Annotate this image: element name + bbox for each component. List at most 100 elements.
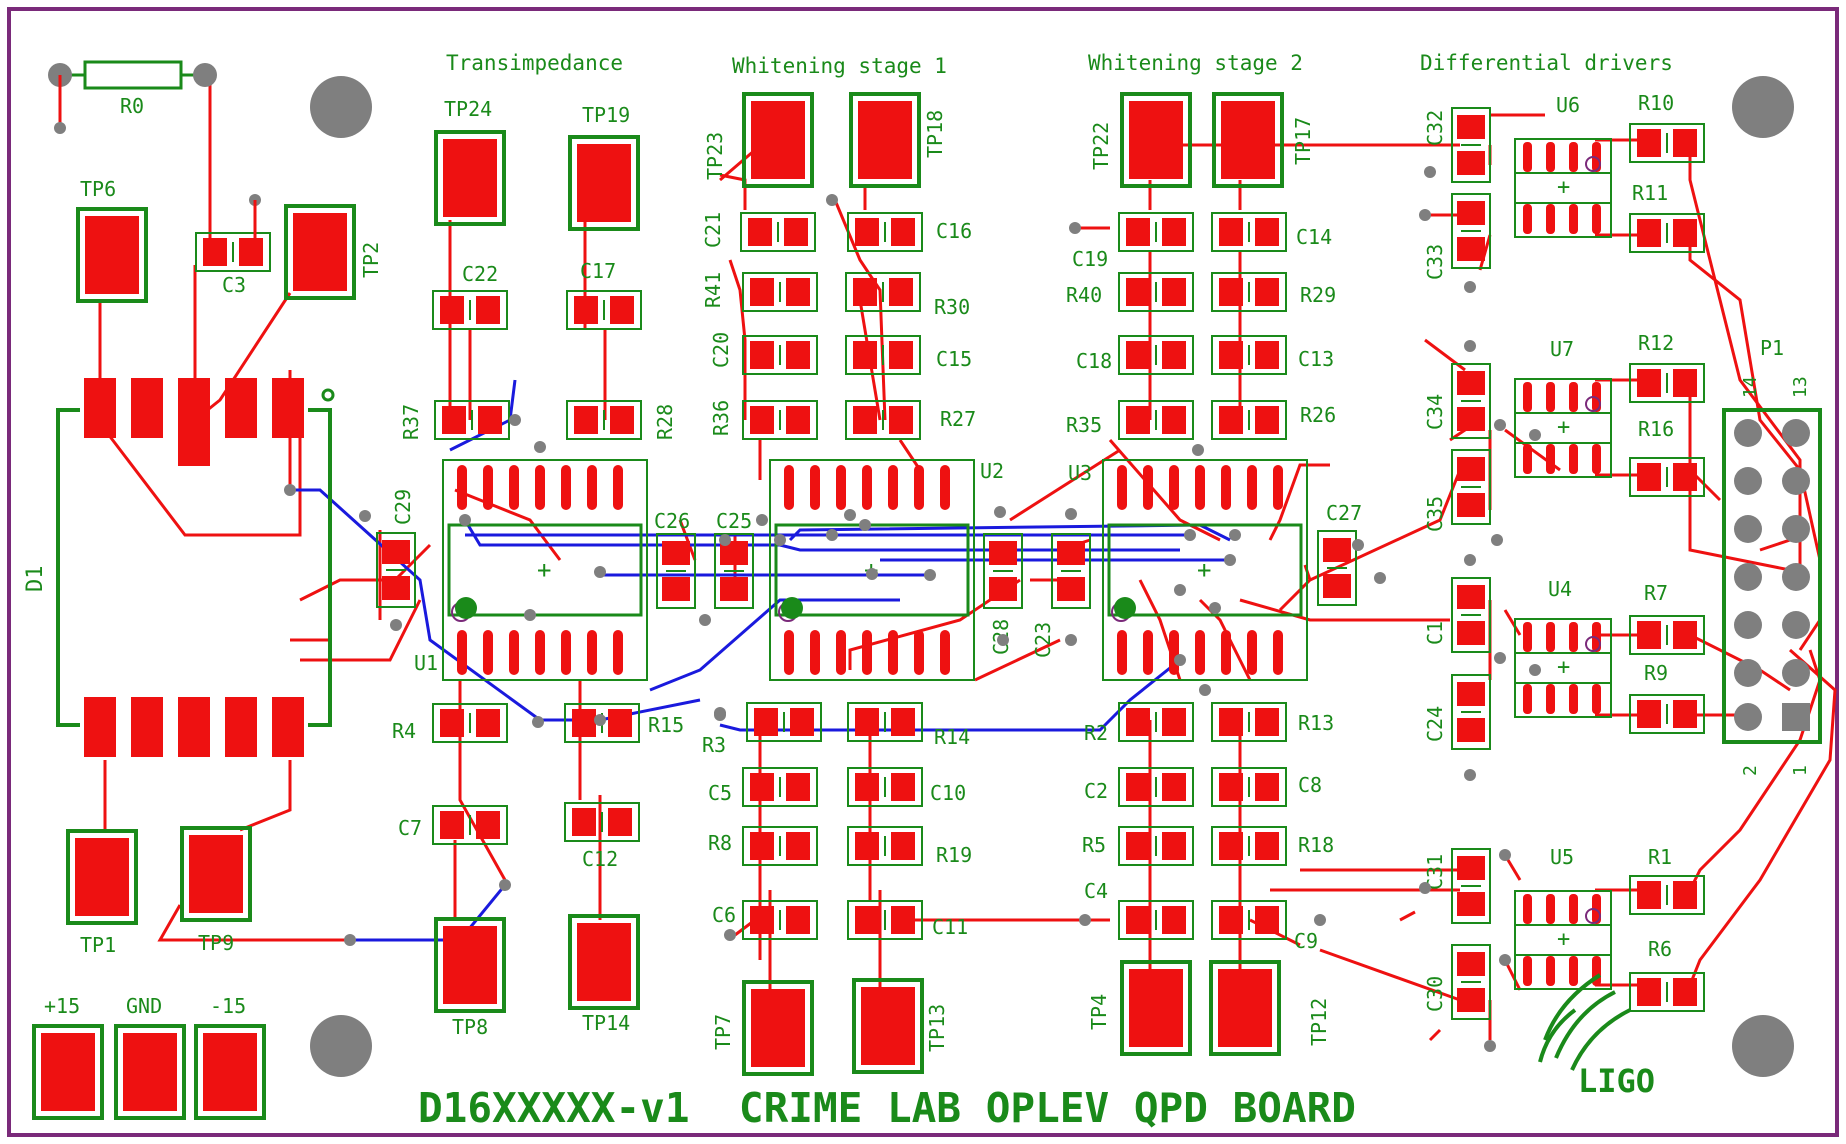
resistor-R40 [1118, 272, 1194, 312]
label-TP2: TP2 [359, 242, 383, 278]
label-R6: R6 [1648, 937, 1672, 961]
label-C32: C32 [1423, 110, 1447, 146]
label-R27: R27 [940, 407, 976, 431]
resistor-R3 [746, 702, 822, 742]
resistor-R7 [1629, 615, 1705, 655]
capacitor-C22 [432, 290, 508, 330]
section-title-transimpedance: Transimpedance [446, 51, 623, 75]
capacitor-C10 [847, 767, 923, 807]
capacitor-C8 [1211, 767, 1287, 807]
label-R15: R15 [648, 713, 684, 737]
testpoint-TP24 [434, 130, 506, 226]
label-C1: C1 [1423, 621, 1447, 645]
resistor-R35 [1118, 400, 1194, 440]
label-C30: C30 [1423, 976, 1447, 1012]
resistor-R12 [1629, 363, 1705, 403]
resistor-R1 [1629, 875, 1705, 915]
section-title-whitening2: Whitening stage 2 [1088, 51, 1303, 75]
testpoint-TP18 [849, 92, 921, 188]
resistor-R0: R0 [48, 60, 217, 134]
power-pad-m15 [194, 1024, 266, 1120]
label-m15: -15 [210, 994, 246, 1018]
testpoint-TP19 [568, 135, 640, 231]
testpoint-TP6 [76, 207, 148, 303]
label-C8: C8 [1298, 773, 1322, 797]
resistor-R36 [742, 400, 818, 440]
testpoint-TP17 [1212, 92, 1284, 188]
label-U3: U3 [1068, 461, 1092, 485]
label-C20: C20 [709, 332, 733, 368]
testpoint-TP7 [742, 980, 814, 1076]
label-R28: R28 [653, 404, 677, 440]
pin1-marker [781, 597, 803, 619]
capacitor-C28 [983, 533, 1023, 609]
board-title: D16XXXXX-v1 CRIME LAB OPLEV QPD BOARD [418, 1084, 1356, 1132]
label-C22: C22 [462, 262, 498, 286]
resistor-R11 [1629, 213, 1705, 253]
capacitor-C19 [1118, 212, 1194, 252]
testpoint-TP2 [284, 204, 356, 300]
capacitor-C24 [1451, 674, 1491, 750]
label-R11: R11 [1632, 181, 1668, 205]
resistor-R16 [1629, 457, 1705, 497]
opamp-U3 [1101, 458, 1309, 682]
label-R16: R16 [1638, 417, 1674, 441]
label-C35: C35 [1423, 496, 1447, 532]
label-TP12: TP12 [1307, 998, 1331, 1046]
label-R2: R2 [1084, 721, 1108, 745]
label-C2: C2 [1084, 779, 1108, 803]
resistor-R2 [1118, 702, 1194, 742]
capacitor-C2 [1118, 767, 1194, 807]
label-C21: C21 [701, 212, 725, 248]
resistor-R6 [1629, 972, 1705, 1012]
label-C10: C10 [930, 781, 966, 805]
label-p15: +15 [44, 994, 80, 1018]
pin1-marker [455, 597, 477, 619]
label-R19: R19 [936, 843, 972, 867]
label-U4: U4 [1548, 577, 1572, 601]
logo-text: LIGO [1578, 1062, 1655, 1100]
label-TP22: TP22 [1089, 122, 1113, 170]
capacitor-C17 [566, 290, 642, 330]
label-R40: R40 [1066, 283, 1102, 307]
label-TP23: TP23 [703, 132, 727, 180]
label-TP4: TP4 [1087, 994, 1111, 1030]
label-C23: C23 [1031, 622, 1055, 658]
capacitor-C9 [1211, 900, 1287, 940]
capacitor-C26 [656, 533, 696, 609]
connector-P1: P1 14 13 2 1 [1722, 336, 1822, 776]
label-C13: C13 [1298, 347, 1334, 371]
label-P1: P1 [1760, 336, 1784, 360]
label-TP19: TP19 [582, 103, 630, 127]
capacitor-C23 [1051, 533, 1091, 609]
testpoint-TP8 [434, 917, 506, 1013]
label-TP8: TP8 [452, 1015, 488, 1039]
label-TP17: TP17 [1291, 117, 1315, 165]
capacitor-C34 [1451, 363, 1491, 439]
label-R7: R7 [1644, 581, 1668, 605]
label-R35: R35 [1066, 413, 1102, 437]
label-R18: R18 [1298, 833, 1334, 857]
resistor-R14 [847, 702, 923, 742]
label-R13: R13 [1298, 711, 1334, 735]
capacitor-C33 [1451, 193, 1491, 269]
capacitor-C20 [742, 335, 818, 375]
section-title-drivers: Differential drivers [1420, 51, 1673, 75]
testpoint-TP23 [742, 92, 814, 188]
capacitor-C16 [847, 212, 923, 252]
label-C17: C17 [580, 259, 616, 283]
power-pad-p15 [32, 1024, 104, 1120]
label-R5: R5 [1082, 833, 1106, 857]
label-C25: C25 [716, 509, 752, 533]
label-R37: R37 [399, 404, 423, 440]
label-R10: R10 [1638, 91, 1674, 115]
label-pin14: 14 [1740, 376, 1761, 398]
capacitor-C21 [740, 212, 816, 252]
capacitor-C13 [1211, 335, 1287, 375]
testpoint-TP12 [1209, 960, 1281, 1056]
label-TP13: TP13 [925, 1004, 949, 1052]
label-D1: D1 [23, 566, 48, 593]
capacitor-C14 [1211, 212, 1287, 252]
label-R30: R30 [934, 295, 970, 319]
label-R41: R41 [701, 272, 725, 308]
